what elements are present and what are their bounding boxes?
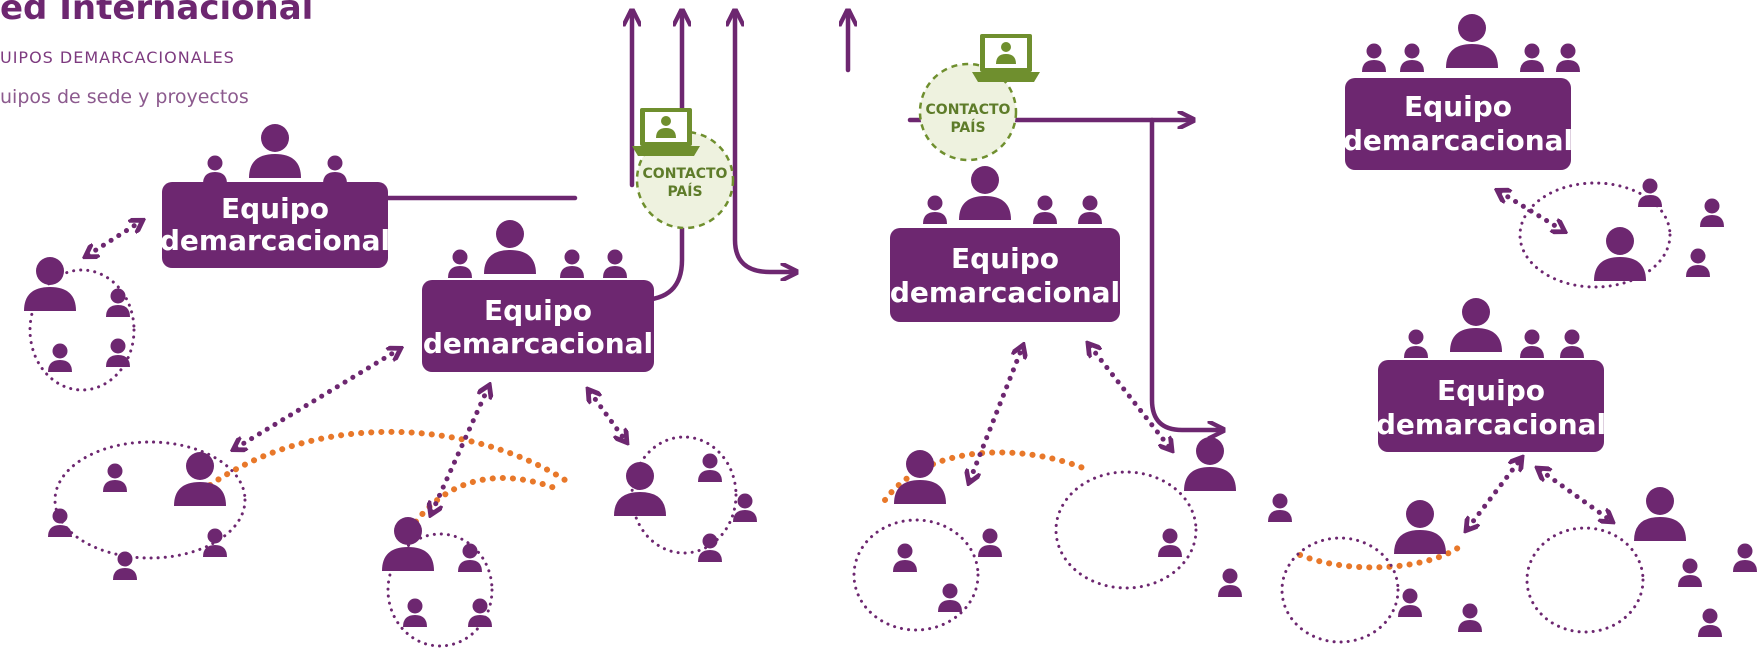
team-4-line1: Equipo — [1404, 90, 1512, 123]
contact-left-line1: CONTACTO — [643, 166, 728, 182]
laptop-video-icon — [632, 108, 700, 156]
team-1-line1: Equipo — [221, 192, 329, 225]
contact-right-line2: PAÍS — [950, 119, 985, 136]
team-3-line2: demarcacional — [890, 276, 1120, 309]
team-5-line1: Equipo — [1437, 374, 1545, 407]
legend-teams-headquarters: uipos de sede y proyectos — [0, 86, 249, 108]
team-box-4: Equipo demarcacional — [1343, 14, 1580, 170]
team-box-1: Equipo demarcacional — [160, 124, 390, 268]
team-box-3: Equipo demarcacional — [890, 166, 1120, 322]
group-circles — [28, 181, 1672, 648]
team-2-line1: Equipo — [484, 294, 592, 327]
contact-left-line2: PAÍS — [667, 183, 702, 200]
contact-badge-left: CONTACTO PAÍS — [632, 108, 735, 230]
contact-badge-right: CONTACTO PAÍS — [918, 34, 1040, 162]
network-title: ed Internacional — [0, 0, 314, 28]
team-box-5: Equipo demarcacional — [1376, 298, 1606, 452]
team-1-line2: demarcacional — [160, 224, 390, 257]
team-box-2: Equipo demarcacional — [422, 220, 654, 372]
team-2-line2: demarcacional — [423, 327, 653, 360]
dotted-double-arrows — [88, 192, 1610, 528]
team-5-line2: demarcacional — [1376, 408, 1606, 441]
team-3-line1: Equipo — [951, 242, 1059, 275]
contact-right-line1: CONTACTO — [926, 102, 1011, 118]
laptop-video-icon — [972, 34, 1040, 82]
team-4-line2: demarcacional — [1343, 124, 1573, 157]
legend-teams-demarcational: UIPOS DEMARCACIONALES — [0, 48, 235, 67]
